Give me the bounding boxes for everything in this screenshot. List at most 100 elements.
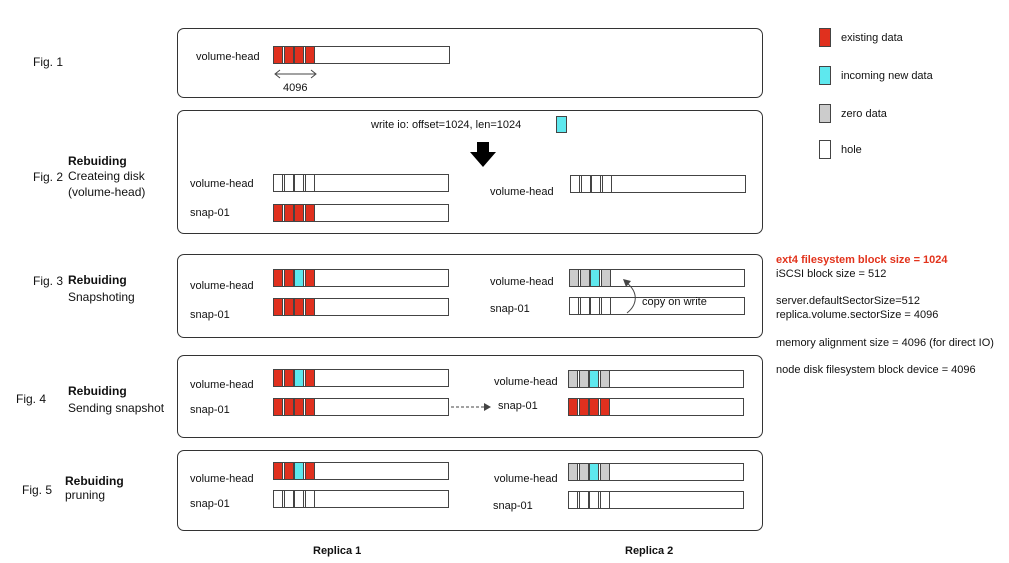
volume-head-label: volume-head — [190, 178, 254, 190]
snap01-label: snap-01 — [190, 309, 230, 321]
block-cell-existing — [304, 398, 315, 416]
fig4-r2-volume-head-bar — [568, 370, 744, 388]
block-cell-existing — [273, 269, 283, 287]
block-cell-hole — [589, 491, 599, 509]
fig2-label: Fig. 2 — [33, 170, 64, 184]
block-cell-existing — [294, 398, 304, 416]
block-cell-existing — [283, 298, 294, 316]
legend-incoming-swatch — [819, 66, 831, 85]
block-cell-existing — [283, 369, 294, 387]
block-cell-hole — [590, 297, 600, 315]
block-cell-existing — [304, 269, 315, 287]
block-cell-existing — [304, 204, 315, 222]
block-cell-zero — [578, 370, 589, 388]
fig2-r1-volume-head-bar — [273, 174, 449, 192]
fig3-title: Rebuiding — [68, 273, 127, 287]
block-cell-existing — [283, 462, 294, 480]
block-cell-existing — [589, 398, 599, 416]
snap01-label: snap-01 — [190, 207, 230, 219]
width-arrow-icon — [274, 69, 317, 79]
block-cell-incoming — [294, 269, 304, 287]
fig2-subtitle: Createing disk (volume-head) — [68, 169, 146, 199]
fig3-label: Fig. 3 — [33, 274, 64, 288]
block-cell-existing — [273, 46, 283, 64]
block-cell-zero — [568, 370, 578, 388]
fig3-r1-volume-head-bar — [273, 269, 449, 287]
block-cell-existing — [273, 298, 283, 316]
block-cell-hole — [304, 490, 315, 508]
block-cell-existing — [304, 298, 315, 316]
volume-head-label: volume-head — [190, 280, 254, 292]
fig5-r2-volume-head-bar — [568, 463, 744, 481]
fig4-label: Fig. 4 — [16, 392, 47, 406]
block-cell-incoming — [589, 370, 599, 388]
down-arrow-icon — [470, 142, 496, 167]
block-cell-incoming — [294, 369, 304, 387]
block-cell-existing — [283, 46, 294, 64]
block-cell-existing — [273, 398, 283, 416]
fig5-subtitle: pruning — [65, 488, 106, 502]
fig4-panel — [177, 355, 763, 438]
copy-on-write-arrow-icon — [623, 279, 636, 314]
snap01-label: snap-01 — [493, 500, 533, 512]
legend-existing-label: existing data — [841, 32, 903, 44]
snap01-label: snap-01 — [190, 404, 230, 416]
block-cell-hole — [568, 491, 578, 509]
block-cell-existing — [599, 398, 610, 416]
block-cell-existing — [568, 398, 578, 416]
fig1-panel — [177, 28, 763, 98]
volume-head-label: volume-head — [190, 473, 254, 485]
block-cell-existing — [273, 462, 283, 480]
legend-existing-swatch — [819, 28, 831, 47]
snap01-label: snap-01 — [490, 303, 530, 315]
legend-hole-swatch — [819, 140, 831, 159]
block-cell-hole — [580, 175, 591, 193]
fig4-title: Rebuiding — [68, 384, 127, 398]
fig4-r2-snap01-bar — [568, 398, 744, 416]
volume-head-label: volume-head — [490, 186, 554, 198]
fig2-r2-volume-head-bar — [570, 175, 746, 193]
block-cell-existing — [283, 398, 294, 416]
snap01-label: snap-01 — [498, 400, 538, 412]
block-cell-hole — [273, 490, 283, 508]
volume-head-label: volume-head — [190, 379, 254, 391]
block-cell-existing — [273, 369, 283, 387]
block-cell-hole — [569, 297, 579, 315]
fig5-title: Rebuiding — [65, 474, 124, 488]
block-cell-zero — [578, 463, 589, 481]
block-cell-hole — [600, 297, 611, 315]
iscsi-block-size-note: iSCSI block size = 512 — [776, 268, 887, 280]
volume-sector-size-note: replica.volume.sectorSize = 4096 — [776, 309, 939, 321]
fig5-r1-volume-head-bar — [273, 462, 449, 480]
send-arrow-icon — [451, 403, 491, 411]
block-cell-zero — [599, 463, 610, 481]
block-cell-hole — [578, 491, 589, 509]
node-disk-block-note: node disk filesystem block device = 4096 — [776, 364, 976, 376]
snap01-label: snap-01 — [190, 498, 230, 510]
block-cell-incoming — [294, 462, 304, 480]
block-cell-zero — [599, 370, 610, 388]
fig4-subtitle: Sending snapshot — [68, 401, 165, 415]
block-cell-hole — [283, 174, 294, 192]
block-size-label: 4096 — [283, 82, 308, 94]
block-cell-incoming — [589, 463, 599, 481]
incoming-io-block — [556, 116, 567, 133]
block-cell-existing — [304, 462, 315, 480]
fig3-r1-snap01-bar — [273, 298, 449, 316]
block-cell-hole — [579, 297, 590, 315]
block-cell-existing — [294, 204, 304, 222]
memory-alignment-note: memory alignment size = 4096 (for direct… — [776, 337, 994, 349]
block-cell-hole — [294, 490, 304, 508]
block-cell-incoming — [590, 269, 600, 287]
ext4-block-size-note: ext4 filesystem block size = 1024 — [776, 254, 948, 266]
block-cell-existing — [578, 398, 589, 416]
block-cell-existing — [304, 46, 315, 64]
block-cell-hole — [601, 175, 612, 193]
block-cell-hole — [599, 491, 610, 509]
block-cell-existing — [283, 204, 294, 222]
copy-on-write-label: copy on write — [642, 296, 707, 308]
fig2-r1-snap01-bar — [273, 204, 449, 222]
block-cell-hole — [294, 174, 304, 192]
fig4-r1-volume-head-bar — [273, 369, 449, 387]
write-io-label: write io: offset=1024, len=1024 — [371, 119, 522, 131]
